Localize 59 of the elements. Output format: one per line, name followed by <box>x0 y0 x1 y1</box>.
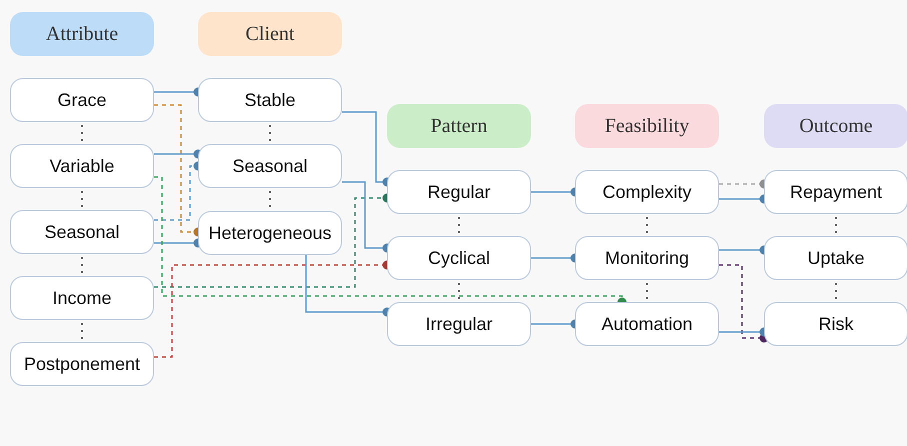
box-label: Monitoring <box>604 248 690 268</box>
box-label: Outcome <box>799 114 873 138</box>
column-header <box>575 104 719 148</box>
category-box <box>387 302 531 346</box>
box-label: Complexity <box>602 182 692 202</box>
box-label: Automation <box>601 314 693 334</box>
dotted-separator <box>646 283 648 299</box>
box-label: Seasonal <box>232 156 308 176</box>
connector <box>305 255 392 316</box>
box-label: Client <box>246 22 294 46</box>
connector <box>154 150 202 158</box>
connector <box>719 264 768 342</box>
category-box <box>575 302 719 346</box>
box-label: Grace <box>57 90 107 110</box>
category-box <box>10 144 154 188</box>
box-label: Cyclical <box>428 248 490 268</box>
dotted-separator <box>458 217 460 233</box>
dotted-separator <box>269 191 271 208</box>
box-label: Variable <box>50 156 114 176</box>
category-box <box>387 236 531 280</box>
category-box <box>198 78 342 122</box>
dotted-separator <box>269 125 271 141</box>
category-box <box>387 170 531 214</box>
dotted-separator <box>81 323 83 339</box>
dotted-separator <box>81 125 83 141</box>
column-header <box>387 104 531 148</box>
box-label: Repayment <box>790 182 882 202</box>
column-header <box>10 12 154 56</box>
dotted-separator <box>81 257 83 273</box>
box-label: Postponement <box>24 354 140 374</box>
category-box <box>764 236 907 280</box>
column-header <box>198 12 342 56</box>
category-box <box>764 170 907 214</box>
dotted-separator <box>835 283 837 299</box>
category-box <box>10 276 154 320</box>
box-label: Attribute <box>46 22 118 46</box>
box-label: Feasibility <box>604 114 690 138</box>
dotted-separator <box>458 283 460 299</box>
category-box <box>575 170 719 214</box>
dotted-separator <box>81 191 83 207</box>
box-label: Risk <box>818 314 854 334</box>
column-header <box>764 104 907 148</box>
box-label: Seasonal <box>44 222 120 242</box>
box-label: Stable <box>244 90 296 110</box>
category-box <box>764 302 907 346</box>
box-label: Regular <box>427 182 491 202</box>
box-label: Irregular <box>425 314 493 334</box>
category-box <box>198 144 342 188</box>
category-box <box>10 78 154 122</box>
category-box <box>10 210 154 254</box>
category-box <box>10 342 154 386</box>
category-box <box>198 211 342 255</box>
category-box <box>575 236 719 280</box>
box-label: Uptake <box>807 248 865 268</box>
dotted-separator <box>646 217 648 233</box>
box-label: Pattern <box>430 114 488 138</box>
dotted-separator <box>835 217 837 233</box>
box-label: Income <box>52 288 112 308</box>
box-label: Heterogeneous <box>208 222 332 244</box>
